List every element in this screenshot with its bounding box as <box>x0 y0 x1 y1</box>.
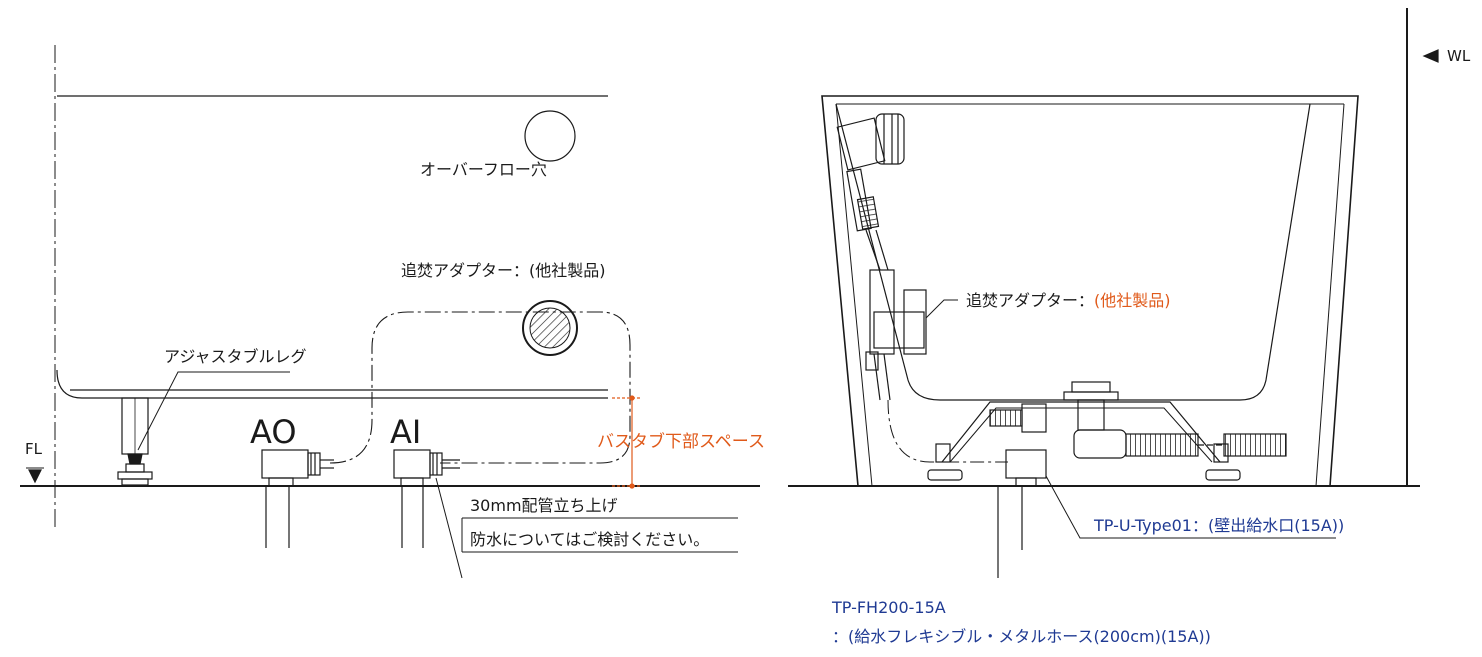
drain-assembly <box>989 381 1287 459</box>
wl-marker-icon <box>1422 49 1439 63</box>
tub-bottom-outer <box>56 369 608 399</box>
ai-label: AI <box>390 413 421 451</box>
tub-inner-skirt-right <box>1315 103 1345 487</box>
tub-inner-bowl <box>835 103 1311 401</box>
ao-fitting <box>261 449 334 548</box>
tub-inner-skirt <box>835 103 873 487</box>
pipe-route-upper <box>329 311 631 464</box>
adapter-label-left: 追焚アダプター：(他社製品) <box>401 261 606 280</box>
tp-u-label: TP-U-Type01：(壁出給水口(15A)) <box>1093 516 1344 535</box>
right-front-view <box>788 8 1439 578</box>
adapter-label-right-prefix: 追焚アダプター： <box>966 291 1094 310</box>
adapter-circle <box>522 300 578 356</box>
ao-label: AO <box>250 413 297 451</box>
adapter-label-right: 追焚アダプター：(他社製品) <box>966 291 1171 310</box>
bathtub-space-dimension <box>612 395 640 489</box>
wl-label: WL <box>1447 47 1471 65</box>
note-leader-vertical <box>435 477 463 579</box>
adjustable-leg <box>117 397 153 486</box>
right-pipe-route <box>887 399 1008 463</box>
support-frame-inner <box>949 407 1213 463</box>
left-side-view <box>20 45 760 579</box>
adapter-label-right-suffix: (他社製品) <box>1094 291 1171 310</box>
right-adapter-leader <box>925 299 958 319</box>
overflow-hole <box>524 110 576 162</box>
tp-fh-label-line1: TP-FH200-15A <box>831 598 946 617</box>
overflow-assembly <box>836 113 905 271</box>
support-frame <box>941 401 1221 463</box>
right-legs <box>927 443 1241 481</box>
adjustable-leg-label: アジャスタブルレグ <box>164 347 307 366</box>
adapter-hatch <box>529 307 571 349</box>
fl-marker-icon <box>28 469 42 484</box>
bathtub-space-label: バスタブ下部スペース <box>597 431 765 452</box>
right-adapter-body <box>865 269 927 401</box>
ai-fitting <box>393 449 460 548</box>
pipe-note-line1: 30mm配管立ち上げ <box>470 496 618 515</box>
pipe-note-line2: 防水についてはご検討ください。 <box>470 530 709 549</box>
tp-fh-label-line2: ：(給水フレキシブル・メタルホース(200cm)(15A)) <box>832 627 1211 646</box>
leg-leader-line <box>137 371 290 451</box>
fl-label: FL <box>25 440 43 458</box>
tp-u-leader <box>1045 475 1336 539</box>
tub-outer <box>821 95 1359 487</box>
overflow-label: オーバーフロー穴 <box>420 160 547 179</box>
right-supply-fitting <box>997 449 1047 578</box>
